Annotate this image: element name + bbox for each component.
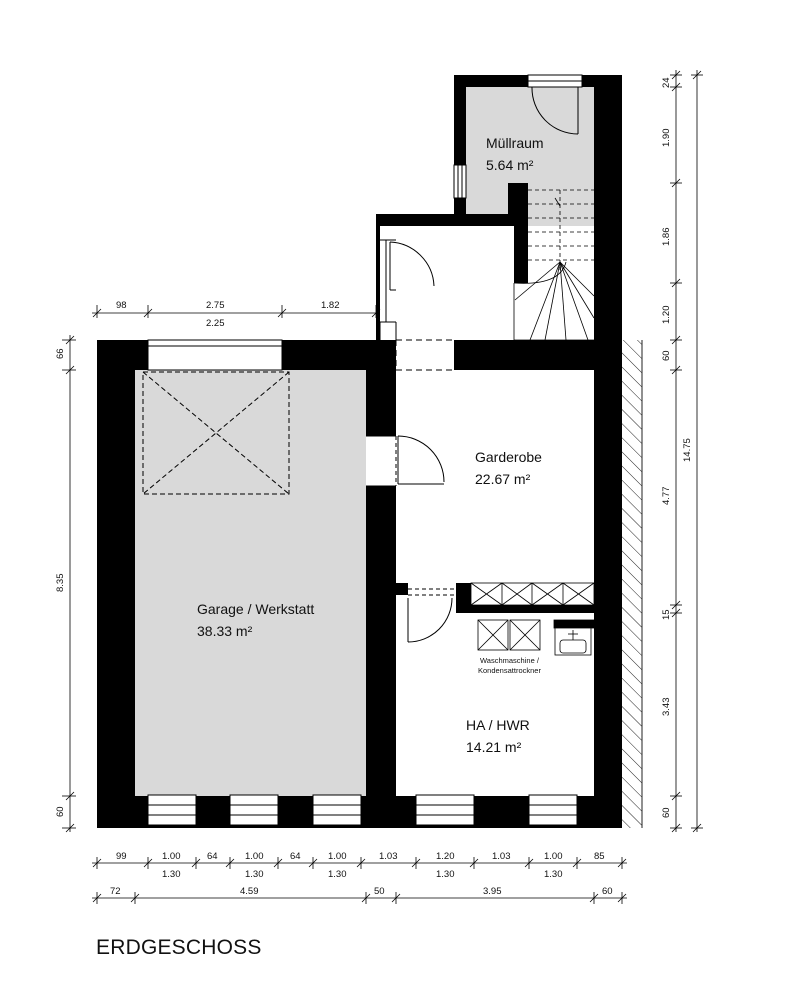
dim-b1: 1.03 <box>492 851 511 862</box>
dim-b2: 72 <box>110 886 121 897</box>
muellraum-floor <box>466 87 594 226</box>
walls <box>97 75 622 828</box>
stair <box>513 189 595 341</box>
dim-right-24: 24 <box>661 77 672 88</box>
dim-b1-sub: 1.30 <box>328 869 347 880</box>
dim-b1: 64 <box>207 851 218 862</box>
dim-b1: 99 <box>116 851 127 862</box>
hwr-door <box>407 588 456 643</box>
dim-right-343: 3.43 <box>661 698 672 717</box>
washer-dryer <box>477 619 541 651</box>
garderobe-door <box>366 435 445 487</box>
dim-b1-sub: 1.30 <box>436 869 455 880</box>
dim-bottom-row-1: 99 1.00 64 1.00 64 1.00 1.03 1.20 1.03 1… <box>116 851 605 880</box>
garderobe-name: Garderobe <box>475 449 542 465</box>
dim-right-477: 4.77 <box>661 487 672 506</box>
dim-b1: 1.20 <box>436 851 455 862</box>
bottom-windows <box>147 794 578 826</box>
dim-b1: 1.00 <box>245 851 264 862</box>
dim-b1-sub: 1.30 <box>245 869 264 880</box>
muellraum-window <box>453 164 467 199</box>
hwr-area: 14.21 m² <box>466 739 522 755</box>
dim-bottom-row-2: 72 4.59 50 3.95 60 <box>110 886 613 897</box>
dim-top-182: 1.82 <box>321 300 340 311</box>
dim-top-225: 2.25 <box>206 318 225 329</box>
dim-b2: 4.59 <box>240 886 259 897</box>
dim-right-190: 1.90 <box>661 129 672 148</box>
dim-b2: 3.95 <box>483 886 502 897</box>
exterior-hatch <box>622 340 642 828</box>
dim-right-1475: 14.75 <box>682 438 693 462</box>
dim-right-186: 1.86 <box>661 228 672 247</box>
muellraum-door <box>527 74 583 135</box>
dim-right-60a: 60 <box>661 350 672 361</box>
dim-b2: 60 <box>602 886 613 897</box>
garderobe-area: 22.67 m² <box>475 471 531 487</box>
dim-b1: 1.03 <box>379 851 398 862</box>
dim-left-835: 8.35 <box>55 574 66 593</box>
floor-title: ERDGESCHOSS <box>96 936 262 959</box>
hwr-name: HA / HWR <box>466 717 530 733</box>
garage-door <box>142 339 290 495</box>
appliance-label-1: Waschmaschine / <box>480 656 540 665</box>
dim-b1: 1.00 <box>328 851 347 862</box>
garage-name: Garage / Werkstatt <box>197 601 314 617</box>
dim-b1-sub: 1.30 <box>544 869 563 880</box>
dim-b1: 1.00 <box>162 851 181 862</box>
dim-left-66: 66 <box>55 348 66 359</box>
openings <box>395 339 454 371</box>
dim-b1: 1.00 <box>544 851 563 862</box>
dim-left-60: 60 <box>55 806 66 817</box>
dim-top-98: 98 <box>116 300 127 311</box>
dim-b2: 50 <box>374 886 385 897</box>
muellraum-name: Müllraum <box>486 135 544 151</box>
cabinets <box>470 582 595 606</box>
dim-b1: 85 <box>594 851 605 862</box>
dim-b1: 64 <box>290 851 301 862</box>
garage-area: 38.33 m² <box>197 623 253 639</box>
dim-right-60b: 60 <box>661 807 672 818</box>
muellraum-area: 5.64 m² <box>486 157 534 173</box>
dim-top-275: 2.75 <box>206 300 225 311</box>
dim-right-15: 15 <box>661 609 672 620</box>
sink <box>553 619 595 656</box>
dim-right-120: 1.20 <box>661 306 672 325</box>
dimension-lines <box>62 70 703 904</box>
garage-floor <box>135 370 366 796</box>
appliance-label-2: Kondensattrockner <box>478 666 541 675</box>
entrance-door <box>379 239 435 340</box>
dim-b1-sub: 1.30 <box>162 869 181 880</box>
